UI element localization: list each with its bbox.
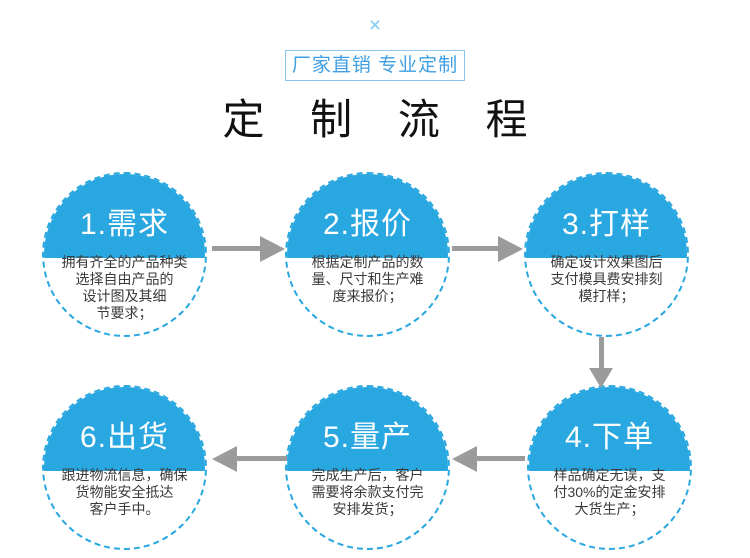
step-4-header: 4.下单 [529, 387, 690, 471]
factory-direct-badge: 厂家直销 专业定制 [285, 50, 465, 81]
step-circle-3-sampling: 3.打样 确定设计效果图后 支付模具费安排刻 模打样； [524, 172, 689, 337]
step-1-description: 拥有齐全的产品种类 选择自由产品的 设计图及其细 节要求； [61, 254, 188, 321]
step-circle-6-shipment: 6.出货 跟进物流信息，确保 货物能安全抵达 客户手中。 [42, 385, 207, 550]
step-1-header: 1.需求 [44, 174, 205, 258]
step-4-title: 4.下单 [564, 421, 655, 454]
step-6-header: 6.出货 [44, 387, 205, 471]
step-4-description: 样品确定无误，支 付30%的定金安排 大货生产； [553, 467, 666, 517]
step-5-header: 5.量产 [287, 387, 448, 471]
close-icon: × [368, 14, 382, 37]
step-3-description: 确定设计效果图后 支付模具费安排刻 模打样； [550, 254, 663, 304]
step-circle-5-mass-production: 5.量产 完成生产后，客户 需要将余款支付完 安排发货； [285, 385, 450, 550]
step-2-description: 根据定制产品的数 量、尺寸和生产难 度来报价； [311, 254, 424, 304]
step-5-title: 5.量产 [322, 421, 413, 454]
page-title: 定 制 流 程 [222, 96, 545, 143]
step-3-title: 3.打样 [561, 208, 652, 241]
step-6-description: 跟进物流信息，确保 货物能安全抵达 客户手中。 [61, 467, 188, 517]
step-6-title: 6.出货 [79, 421, 170, 454]
step-circle-4-order: 4.下单 样品确定无误，支 付30%的定金安排 大货生产； [527, 385, 692, 550]
step-3-header: 3.打样 [526, 174, 687, 258]
step-5-description: 完成生产后，客户 需要将余款支付完 安排发货； [311, 467, 424, 517]
step-2-title: 2.报价 [322, 208, 413, 241]
step-2-header: 2.报价 [287, 174, 448, 258]
step-circle-2-quote: 2.报价 根据定制产品的数 量、尺寸和生产难 度来报价； [285, 172, 450, 337]
step-1-title: 1.需求 [79, 208, 170, 241]
step-circle-1-requirement: 1.需求 拥有齐全的产品种类 选择自由产品的 设计图及其细 节要求； [42, 172, 207, 337]
